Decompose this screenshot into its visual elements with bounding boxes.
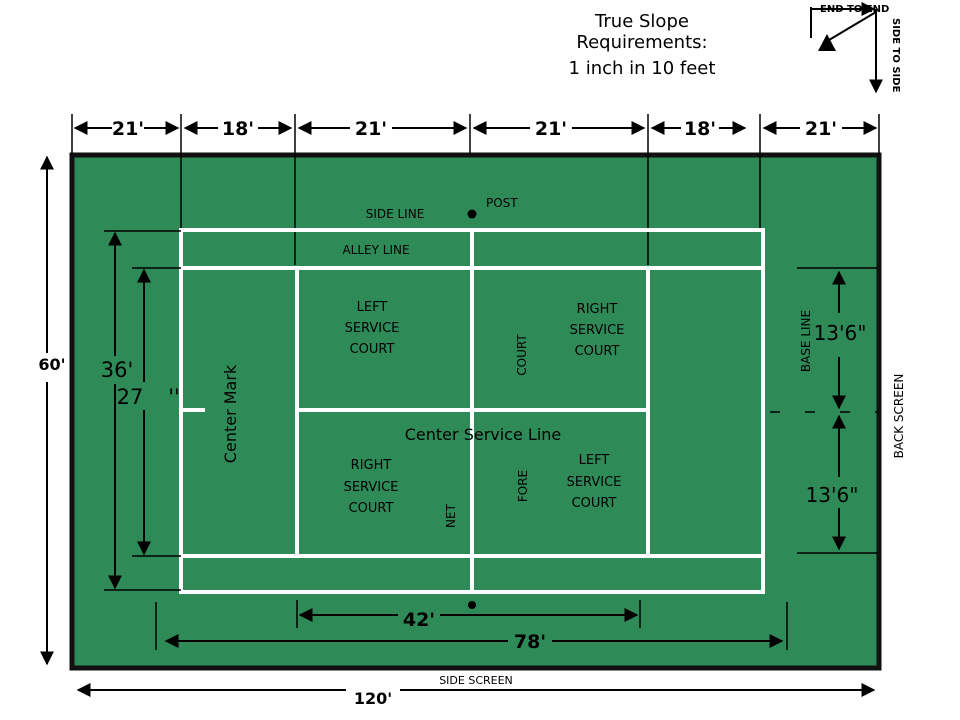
slope-line-1: True Slope (594, 11, 689, 32)
left-service-court-top-2: SERVICE (345, 321, 400, 336)
slope-line-2: Requirements: (576, 32, 707, 53)
right-service-court-top-2: SERVICE (570, 323, 625, 338)
slope-direction-indicator: END TO END SIDE TO SIDE (810, 2, 901, 94)
dim-doubles-width: 36' (101, 358, 134, 382)
center-service-line-label: Center Service Line (405, 425, 562, 444)
slope-direction-icon (818, 34, 836, 51)
dim-top-4: 21' (535, 118, 567, 140)
left-service-court-top-3: COURT (350, 342, 395, 357)
center-mark-label: Center Mark (221, 364, 240, 463)
bottom-dimensions (76, 600, 876, 697)
right-service-court-bottom-2: SERVICE (344, 480, 399, 495)
dim-top-1: 21' (112, 118, 144, 140)
dim-top-3: 21' (355, 118, 387, 140)
dim-service-box-lower: 13'6" (806, 483, 859, 507)
dim-court-length: 78' (514, 631, 546, 653)
right-service-court-bottom-3: COURT (349, 501, 394, 516)
dim-overall-length: 120' (354, 689, 392, 708)
slope-requirements: True Slope Requirements: 1 inch in 10 fe… (569, 11, 716, 79)
alley-line-label: ALLEY LINE (342, 243, 409, 257)
end-to-end-label: END TO END (820, 4, 889, 15)
dim-top-6: 21' (805, 118, 837, 140)
right-dimensions (770, 267, 877, 554)
dim-service-to-service: 42' (403, 609, 435, 631)
dim-singles-width: 27 (117, 385, 144, 409)
net-label: NET (444, 503, 458, 528)
side-to-side-label: SIDE TO SIDE (890, 18, 901, 93)
left-service-court-bottom-1: LEFT (579, 453, 610, 468)
slope-line-3: 1 inch in 10 feet (569, 58, 716, 79)
top-dimension-labels: 21' 18' 21' 21' 18' 21' (112, 118, 837, 140)
court-label: COURT (515, 334, 529, 376)
side-screen-label: SIDE SCREEN (439, 674, 513, 687)
court-lines (179, 228, 765, 594)
fore-label: FORE (516, 470, 530, 502)
court-labels: POST SIDE LINE ALLEY LINE Center Mark LE… (221, 196, 624, 528)
base-line-label: BASE LINE (799, 310, 813, 372)
left-service-court-bottom-3: COURT (572, 496, 617, 511)
dim-singles-width-mark: '' (168, 385, 180, 409)
back-screen-label: BACK SCREEN (892, 374, 906, 459)
post-label: POST (486, 196, 518, 210)
side-line-label: SIDE LINE (366, 207, 425, 221)
left-service-court-bottom-2: SERVICE (567, 475, 622, 490)
dim-overall-height: 60' (38, 355, 65, 374)
top-reference-lines (71, 114, 880, 265)
left-dimensions (40, 155, 181, 666)
right-service-court-bottom-1: RIGHT (351, 458, 392, 473)
left-service-court-top-1: LEFT (357, 300, 388, 315)
net-post-bottom (468, 601, 476, 609)
dim-top-2: 18' (222, 118, 254, 140)
net-post-top (467, 209, 477, 219)
dim-top-5: 18' (684, 118, 716, 140)
right-service-court-top-3: COURT (575, 344, 620, 359)
right-service-court-top-1: RIGHT (577, 302, 618, 317)
dim-service-box-upper: 13'6" (814, 321, 867, 345)
